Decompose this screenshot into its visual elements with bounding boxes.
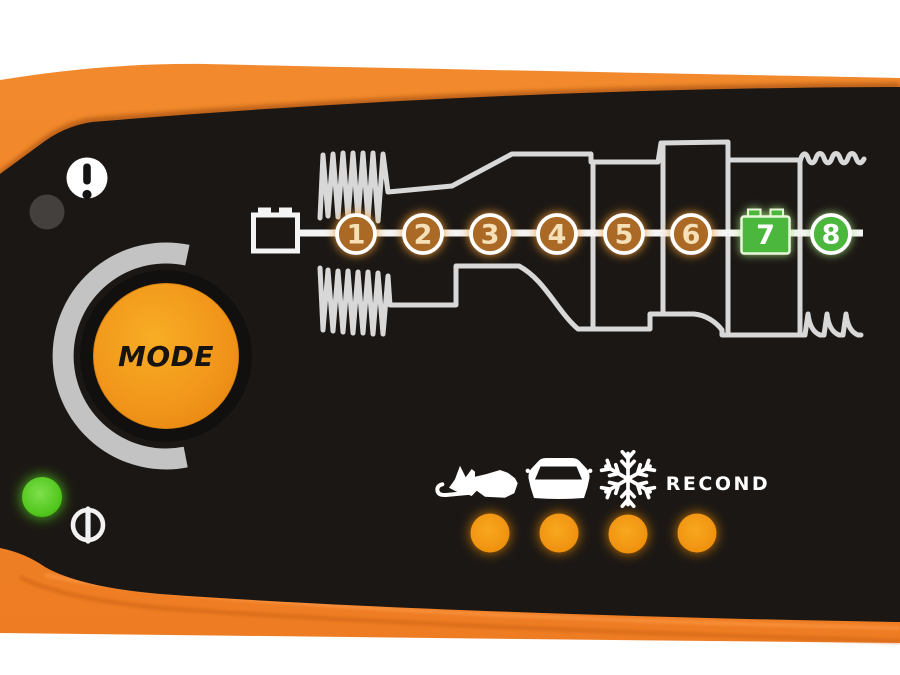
step-6-label: 6 (682, 220, 701, 251)
mode-leds (470, 513, 717, 554)
charge-steps: 1 2 3 4 5 6 7 8 (335, 208, 852, 255)
power-icon (70, 506, 106, 544)
power-led (22, 477, 62, 517)
mode-icons: RECOND (435, 449, 770, 509)
mode-button[interactable] (93, 283, 239, 429)
step-4-circle (536, 213, 578, 255)
step-8-circle (810, 213, 852, 255)
step-1-circle (335, 213, 377, 255)
charge-profile-waveform (317, 139, 867, 338)
waveform-top-curve (317, 139, 867, 224)
waveform-bottom-curve (317, 263, 864, 338)
step-2-label: 2 (414, 220, 433, 251)
snowflake-icon (599, 449, 657, 509)
step-5-label: 5 (615, 220, 634, 251)
step-8-label: 8 (822, 220, 841, 251)
mode-knob: MODE (52, 242, 252, 470)
car-icon (525, 458, 593, 499)
step-6-circle (670, 213, 712, 255)
mode-knob-arc (52, 242, 190, 470)
step-2-circle (402, 213, 444, 255)
step-7-battery (740, 208, 791, 255)
step-4-label: 4 (548, 220, 567, 251)
mode-button-label: MODE (118, 340, 214, 373)
snowmobile-icon (435, 465, 518, 498)
step-7-label: 7 (756, 220, 775, 251)
step-3-circle (469, 213, 511, 255)
battery-icon (251, 207, 300, 254)
panel-bottom-crease (18, 574, 900, 644)
step-5-circle (603, 213, 645, 255)
step-1-label: 1 (347, 220, 366, 251)
mode-led-snowmobile (470, 513, 510, 553)
step-3-label: 3 (481, 220, 500, 251)
step-line (296, 229, 863, 237)
warning-led (29, 194, 65, 230)
warning-icon (66, 157, 108, 200)
mode-led-car (539, 513, 579, 553)
recond-label: RECOND (666, 473, 770, 495)
waveform-stage-dividers (590, 141, 803, 337)
mode-led-snowflake (608, 514, 648, 554)
mode-led-recond (677, 513, 717, 553)
